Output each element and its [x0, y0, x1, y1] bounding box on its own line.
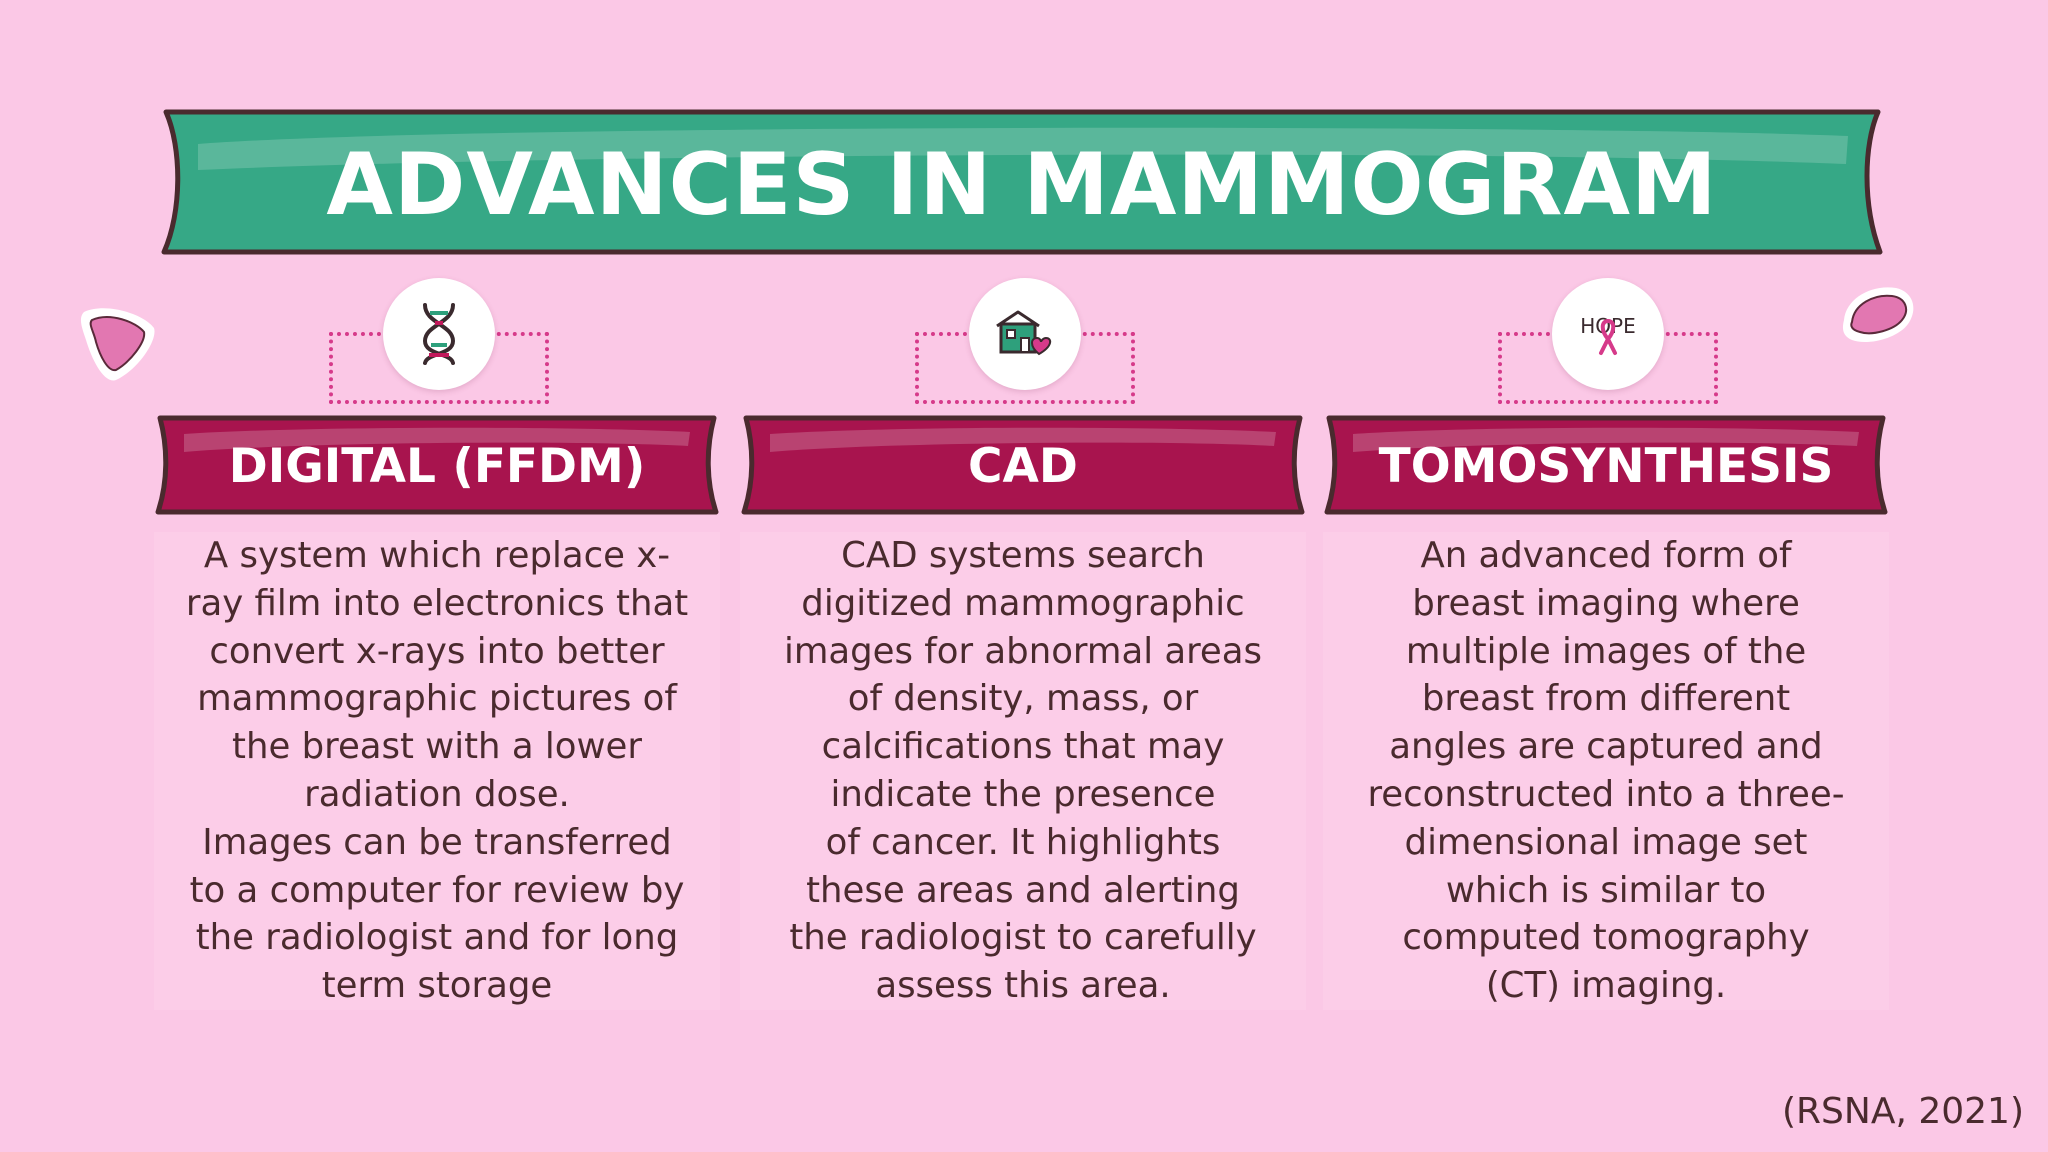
column-heading: TOMOSYNTHESIS: [1378, 438, 1834, 494]
column-heading: CAD: [968, 438, 1078, 494]
column-heading: DIGITAL (FFDM): [228, 438, 646, 494]
ribbon-shape: [155, 415, 719, 515]
column-description: An advanced form of breast imaging where…: [1323, 532, 1889, 1010]
hope-ribbon-icon: HOPE: [1580, 314, 1636, 355]
column-description: A system which replace x- ray film into …: [154, 532, 720, 1010]
page-title: ADVANCES IN MAMMOGRAM: [326, 135, 1718, 235]
house-heart-icon: [996, 310, 1052, 356]
icon-circle: HOPE: [1552, 278, 1664, 390]
icon-circle: [383, 278, 495, 390]
citation: (RSNA, 2021): [1781, 1091, 2024, 1132]
ribbon-shape: [741, 415, 1305, 515]
heading-ribbon: TOMOSYNTHESIS: [1323, 412, 1889, 518]
heading-ribbon: CAD: [740, 412, 1306, 518]
dna-icon: [422, 303, 456, 365]
icon-circle: [969, 278, 1081, 390]
column-description: CAD systems search digitized mammographi…: [740, 532, 1306, 1010]
title-banner: ADVANCES IN MAMMOGRAM: [158, 104, 1886, 260]
ribbon-shape: [1324, 415, 1888, 515]
title-banner-shape: [161, 109, 1883, 255]
heading-ribbon: DIGITAL (FFDM): [154, 412, 720, 518]
hope-icon-text: HOPE: [1580, 314, 1635, 338]
left-decoration-shape: [80, 308, 155, 381]
right-decoration-shape: [1842, 287, 1914, 343]
